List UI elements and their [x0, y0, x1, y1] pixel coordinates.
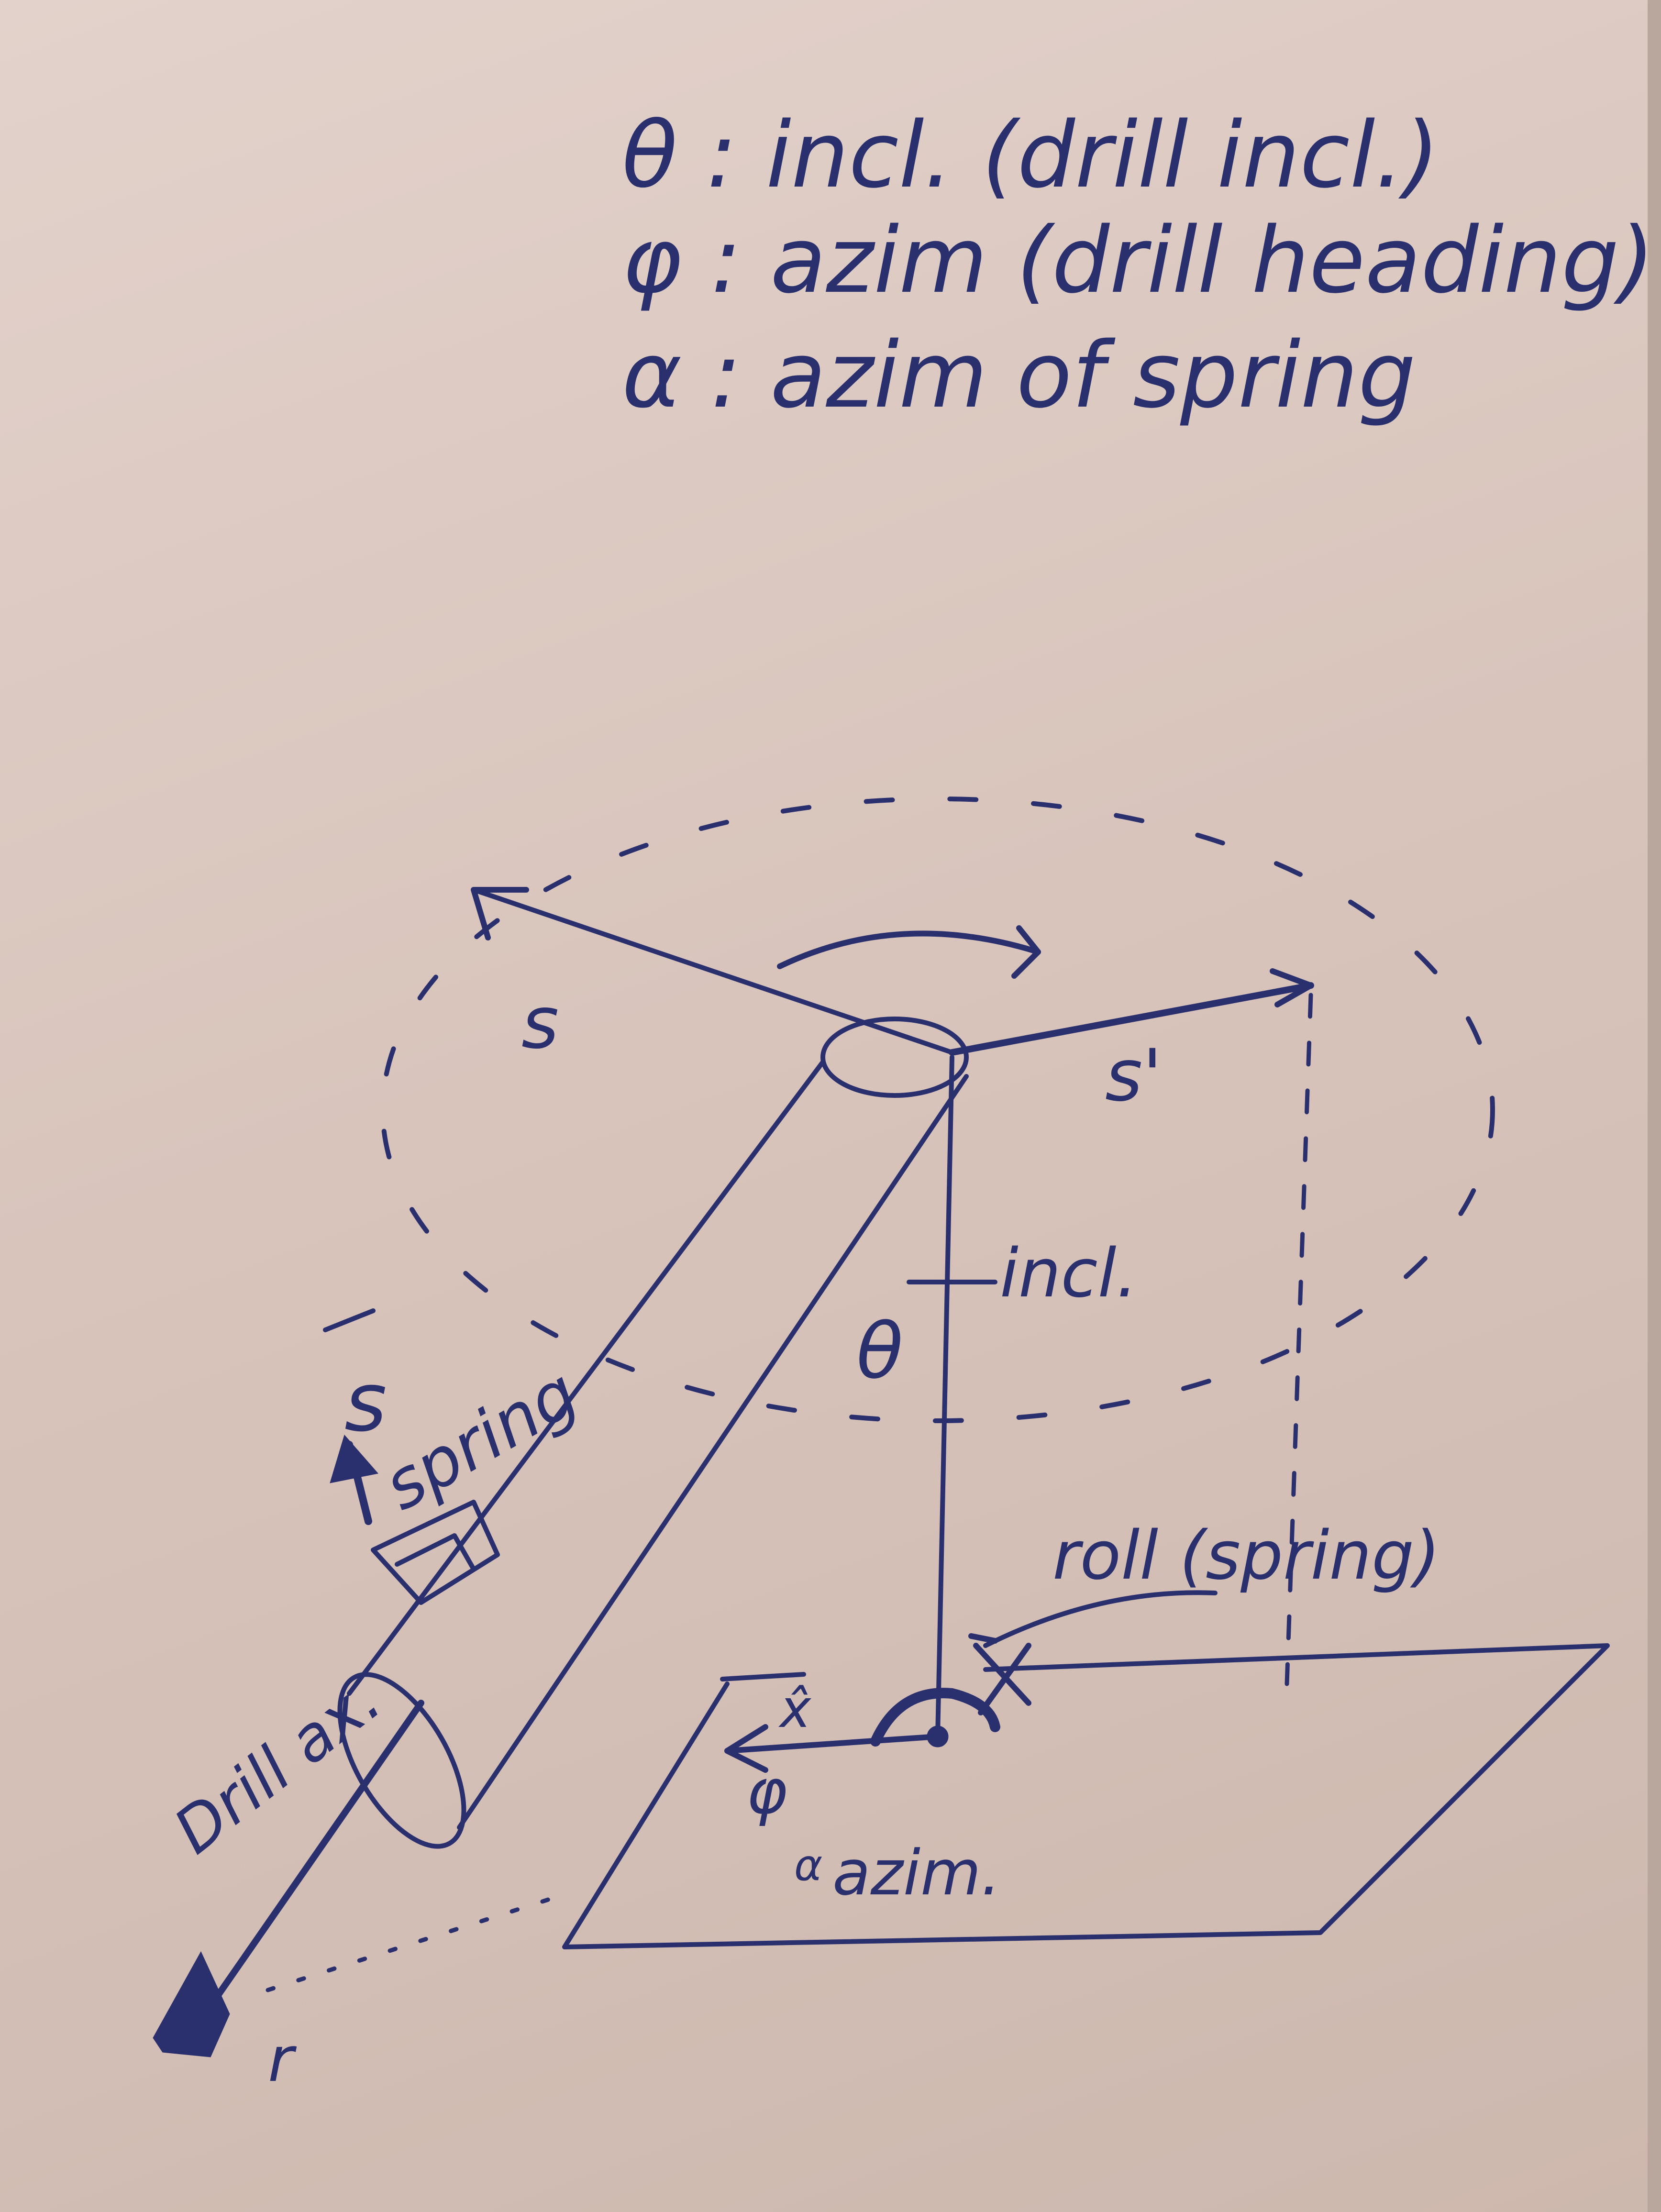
legend-line-theta: θ : incl. (drill incl.)	[622, 102, 1440, 208]
vector-s-prime	[949, 968, 1314, 1056]
roll-curve-arrow	[983, 1590, 1218, 1648]
pipe-top-ellipse	[820, 1017, 969, 1098]
label-theta: θ	[856, 1306, 903, 1396]
label-roll: roll (spring)	[1052, 1517, 1440, 1595]
drill-pipe	[347, 1060, 969, 1830]
label-incl: incl.	[1000, 1235, 1138, 1313]
azimuth-half-disk	[870, 1688, 1000, 1747]
label-s-left: s	[521, 982, 559, 1065]
label-alpha: α	[794, 1840, 822, 1891]
vector-s-left	[471, 887, 954, 1055]
vertical-line	[935, 1055, 954, 1739]
legend: θ : incl. (drill incl.) φ : azim (drill …	[622, 102, 1654, 428]
rotation-arrow	[777, 925, 1041, 979]
dotted-projection-line	[266, 1892, 567, 1992]
projection-dashed-line	[1285, 993, 1313, 1686]
label-azim: azim.	[832, 1836, 1001, 1909]
label-x-hat: x̂	[778, 1678, 812, 1739]
s-overbar	[323, 1308, 376, 1332]
label-s-prime: s'	[1105, 1034, 1162, 1117]
roll-marker	[968, 1633, 1031, 1715]
legend-line-phi: φ : azim (drill heading)	[622, 208, 1654, 313]
drill-bit-shape	[153, 1951, 230, 2057]
label-drill-ax: Drill ax.	[161, 1663, 394, 1868]
label-phi: φ	[746, 1755, 787, 1828]
spring-box	[371, 1500, 500, 1605]
x-hat-arrow	[724, 1724, 941, 1773]
label-r: r	[268, 2023, 297, 2096]
ground-plane	[562, 1643, 1610, 1949]
drill-axis	[153, 1700, 424, 2057]
paper-edge	[1648, 0, 1661, 2212]
label-spring: spring	[371, 1354, 591, 1526]
label-s-spring: s	[344, 1355, 387, 1450]
rotation-circle-dashed	[380, 796, 1495, 1423]
spring-arrow	[330, 1434, 378, 1525]
legend-line-alpha: α : azim of spring	[622, 322, 1416, 428]
